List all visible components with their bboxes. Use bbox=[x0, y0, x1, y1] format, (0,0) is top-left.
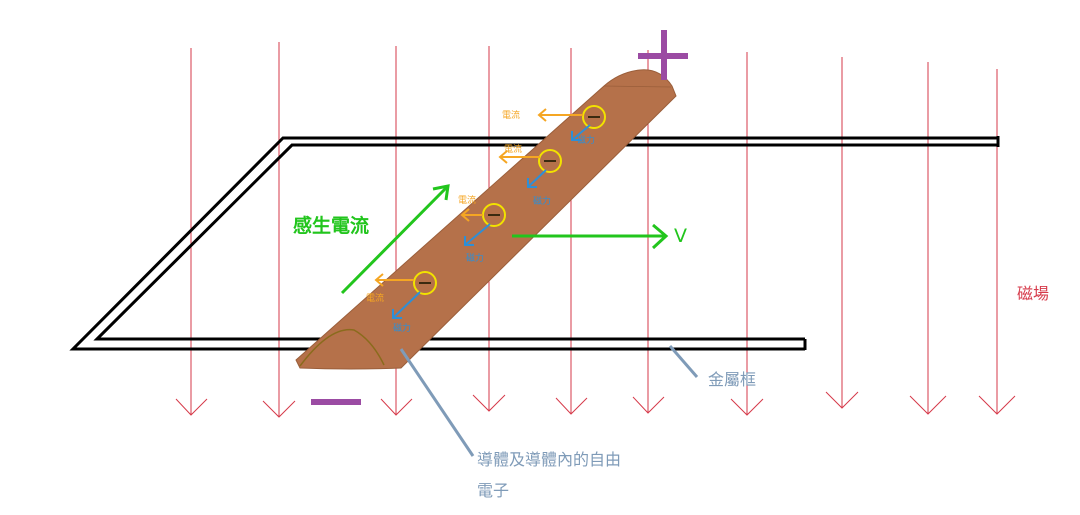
current-label: 電流 bbox=[366, 294, 385, 304]
field-line bbox=[978, 69, 1016, 415]
current-label: 電流 bbox=[502, 111, 521, 121]
electron-4 bbox=[374, 271, 437, 319]
frame-pointer bbox=[668, 345, 699, 378]
field-line bbox=[730, 52, 764, 416]
electron-2 bbox=[498, 149, 562, 188]
metal-frame bbox=[69, 136, 1000, 351]
force-label: 磁力 bbox=[577, 136, 596, 146]
field-line bbox=[262, 42, 296, 418]
current-label: 電流 bbox=[458, 196, 477, 206]
electron-1 bbox=[537, 105, 606, 141]
velocity-arrow bbox=[512, 223, 669, 250]
induced-current-arrow bbox=[340, 184, 450, 295]
conductor-label-line1: 導體及導體內的自由 bbox=[477, 450, 622, 469]
positive-sign bbox=[638, 30, 688, 80]
field-line bbox=[909, 62, 947, 415]
conductor-bar bbox=[295, 69, 677, 370]
conductor-pointer bbox=[399, 348, 475, 457]
electron-3 bbox=[460, 203, 506, 246]
frame-outer bbox=[69, 136, 998, 351]
frame-inner bbox=[93, 143, 998, 341]
force-label: 磁力 bbox=[533, 197, 552, 207]
metal-frame-label: 金屬框 bbox=[708, 370, 757, 389]
velocity-label: V bbox=[674, 225, 687, 247]
conductor-label-line2: 電子 bbox=[477, 481, 510, 500]
field-line bbox=[555, 48, 588, 415]
field-line bbox=[825, 57, 859, 409]
force-label: 磁力 bbox=[393, 324, 412, 334]
induced-current-label: 感生電流 bbox=[293, 215, 370, 237]
electrons bbox=[374, 105, 606, 319]
magnetic-field-label: 磁場 bbox=[1017, 284, 1050, 303]
force-label: 磁力 bbox=[466, 254, 485, 264]
current-label: 電流 bbox=[504, 145, 523, 155]
